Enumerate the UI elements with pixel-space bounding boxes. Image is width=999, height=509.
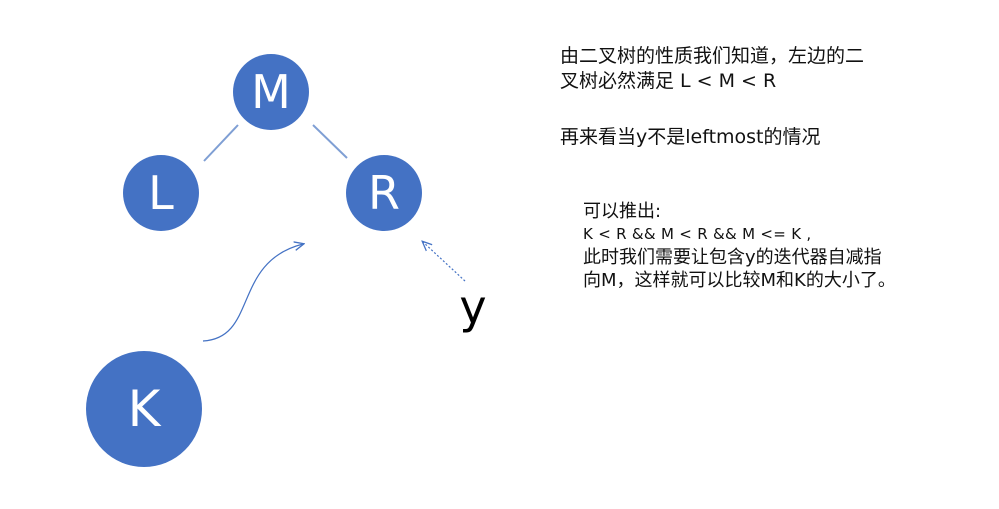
edge-m-r <box>312 124 348 159</box>
case-line: 再来看当y不是leftmost的情况 <box>560 126 821 148</box>
deduction-line-1: 此时我们需要让包含y的迭代器自减指 <box>583 247 882 268</box>
y-pointer-arrow <box>423 242 466 282</box>
edge-m-l <box>203 124 239 162</box>
deduction-note: 可以推出: K < R && M < R && M <= K , 此时我们需要让… <box>583 200 896 292</box>
node-k-label: K <box>128 380 162 438</box>
bst-property-line-2: 叉树必然满足 L < M < R <box>560 70 777 92</box>
deduction-line-2: 向M，这样就可以比较M和K的大小了。 <box>583 270 896 291</box>
node-r-label: R <box>368 166 400 220</box>
pointer-y-label: y <box>459 280 486 334</box>
node-r: R <box>346 155 422 231</box>
case-note: 再来看当y不是leftmost的情况 <box>560 125 821 150</box>
node-l-label: L <box>148 166 174 220</box>
node-m: M <box>233 54 309 130</box>
deduction-title: 可以推出: <box>583 201 662 222</box>
bst-property-line-1: 由二叉树的性质我们知道，左边的二 <box>560 45 865 67</box>
node-k: K <box>86 351 202 467</box>
deduction-condition: K < R && M < R && M <= K , <box>583 225 812 243</box>
k-arrow <box>202 244 303 342</box>
node-m-label: M <box>251 65 291 119</box>
node-l: L <box>123 155 199 231</box>
bst-property-note: 由二叉树的性质我们知道，左边的二 叉树必然满足 L < M < R <box>560 44 864 94</box>
